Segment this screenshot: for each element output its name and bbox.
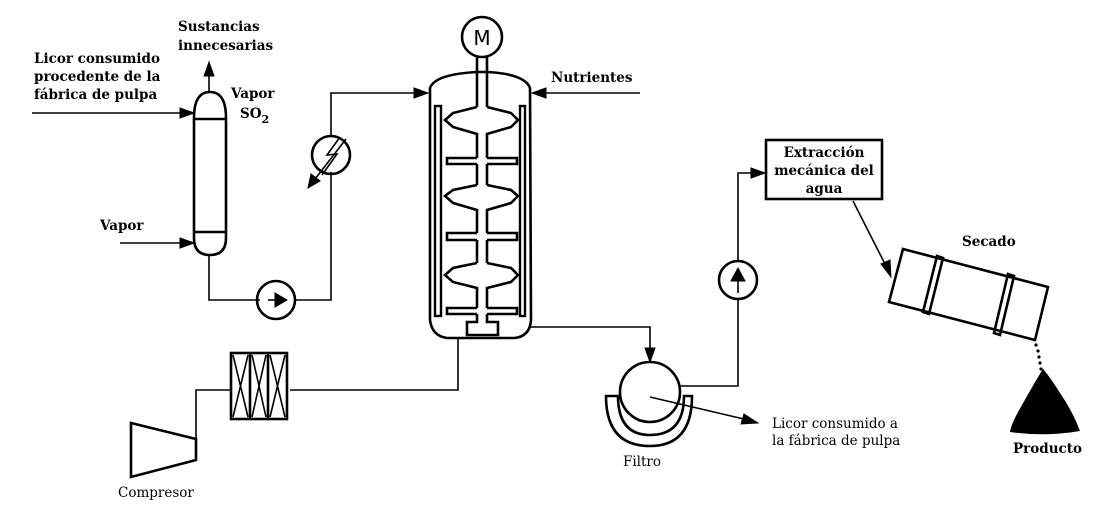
motor-letter: M <box>473 26 490 50</box>
pump-2 <box>717 259 759 301</box>
exchanger-to-fermenter-line <box>330 92 418 136</box>
steam-label: Vapor <box>99 218 144 234</box>
liquor-inlet-label-line-2: procedente de la <box>34 69 161 85</box>
liquor-outlet-label-line-1: Licor consumido a <box>772 416 898 432</box>
liquor-inlet-label: Licor consumido procedente de la fábrica… <box>34 51 161 103</box>
drying-label: Secado <box>962 234 1016 250</box>
air-filter <box>229 351 289 421</box>
unwanted-label-line-1: Sustancias <box>178 19 260 35</box>
compressor <box>129 421 198 479</box>
steam-inlet-stream <box>120 237 196 249</box>
fermenter <box>428 57 533 340</box>
unwanted-substances-label: Sustancias innecesarias <box>178 19 273 54</box>
nutrients-stream <box>530 87 640 99</box>
pump-arrow-right-icon <box>274 292 288 308</box>
arrow-head-icon <box>179 237 196 249</box>
product-pile <box>1010 369 1080 435</box>
unwanted-outlet-stream <box>203 60 215 91</box>
extraction-to-dryer-stream <box>852 200 892 279</box>
liquor-outlet-label-line-2: la fábrica de pulpa <box>772 433 900 449</box>
nutrients-label: Nutrientes <box>551 70 633 86</box>
pump-1 <box>255 279 297 321</box>
vapor-so2-label-line-2: SO2 <box>240 106 269 126</box>
rotary-filter <box>604 360 694 448</box>
arrow-down-left-icon <box>307 173 321 190</box>
motor: M <box>460 15 504 59</box>
so2-subscript: 2 <box>262 113 270 126</box>
extraction-label-line-1: Extracción <box>784 145 865 161</box>
pump-to-exchanger-line <box>295 172 332 301</box>
product-stream <box>1034 343 1043 371</box>
product-label: Producto <box>1013 441 1082 457</box>
compressor-line <box>195 389 231 438</box>
unwanted-label-line-2: innecesarias <box>178 38 273 54</box>
column-to-pump-line <box>208 256 260 301</box>
fermenter-to-filter-line <box>531 326 651 352</box>
arrow-head-icon <box>880 259 892 279</box>
liquor-inlet-stream <box>32 107 196 119</box>
stripping-column <box>192 90 228 257</box>
extraction-label-line-3: agua <box>806 181 843 197</box>
heat-exchanger <box>307 134 352 190</box>
pump-arrow-up-icon <box>730 266 746 282</box>
extraction-label-line-2: mecánica del <box>774 163 874 179</box>
liquor-inlet-label-line-3: fábrica de pulpa <box>34 87 157 103</box>
zigzag-icon <box>321 136 341 176</box>
pump-to-extraction-line <box>737 172 755 261</box>
liquor-outlet-label: Licor consumido a la fábrica de pulpa <box>772 416 900 449</box>
liquor-outlet-stream <box>649 396 760 425</box>
vapor-so2-label: Vapor SO2 <box>230 86 275 126</box>
water-extraction-box: Extracción mecánica del agua <box>764 138 884 201</box>
arrow-head-icon <box>530 87 547 99</box>
filter-to-pump-line <box>680 298 739 387</box>
arrow-head-icon <box>179 107 196 119</box>
arrow-up-icon <box>203 60 215 77</box>
liquor-inlet-label-line-1: Licor consumido <box>34 51 160 67</box>
compressor-label: Compresor <box>118 485 194 501</box>
arrow-head-icon <box>413 87 430 99</box>
so-text: SO <box>240 106 262 122</box>
arrow-head-icon <box>750 167 767 179</box>
air-line <box>290 338 459 391</box>
vapor-so2-label-line-1: Vapor <box>230 86 275 102</box>
arrow-head-icon <box>740 413 760 425</box>
rotary-dryer <box>887 247 1050 342</box>
arrow-down-icon <box>644 347 656 364</box>
filter-label: Filtro <box>623 454 661 470</box>
